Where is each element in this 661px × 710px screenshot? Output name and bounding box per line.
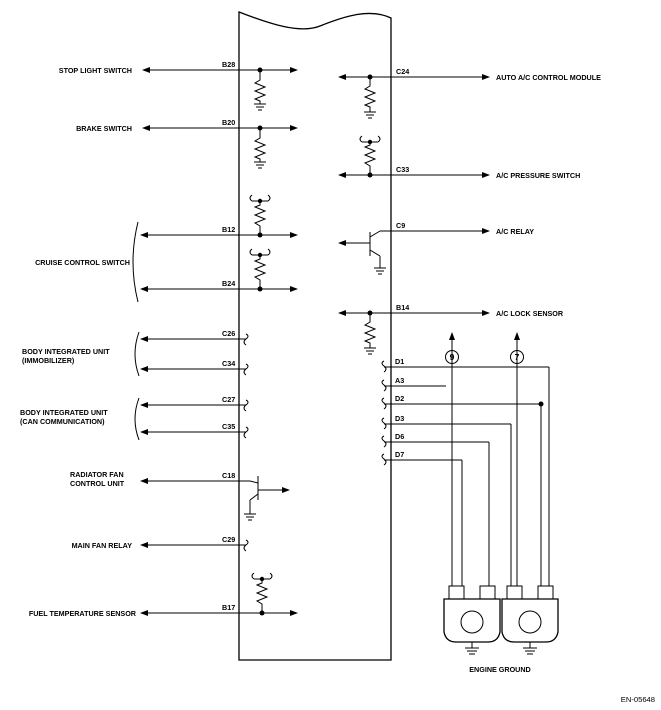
signal-can-communication bbox=[134, 397, 249, 441]
pin-b28: B28 bbox=[222, 60, 235, 69]
pin-c29: C29 bbox=[222, 535, 235, 544]
signal-ac-pressure bbox=[338, 135, 490, 178]
signal-radiator-fan bbox=[140, 476, 290, 521]
pin-c26: C26 bbox=[222, 329, 235, 338]
pin-b20: B20 bbox=[222, 118, 235, 127]
pin-d6: D6 bbox=[395, 432, 404, 441]
label-ac-pressure: A/C PRESSURE SWITCH bbox=[496, 171, 580, 180]
label-stop-light: STOP LIGHT SWITCH bbox=[59, 66, 132, 75]
signal-cruise-b24 bbox=[140, 248, 298, 292]
signal-immobilizer bbox=[134, 331, 249, 377]
pin-d2: D2 bbox=[395, 394, 404, 403]
label-fuel-temp: FUEL TEMPERATURE SENSOR bbox=[29, 609, 137, 618]
signal-brake-switch bbox=[142, 125, 298, 169]
cruise-bracket bbox=[132, 221, 139, 303]
pin-b17: B17 bbox=[222, 603, 235, 612]
connector-feeds bbox=[445, 332, 550, 586]
pin-c35: C35 bbox=[222, 422, 235, 431]
label-ac-lock: A/C LOCK SENSOR bbox=[496, 309, 564, 318]
pin-a3: A3 bbox=[395, 376, 404, 385]
signal-ac-lock bbox=[338, 310, 490, 355]
engine-ground-label: ENGINE GROUND bbox=[469, 665, 531, 674]
ignition-lines bbox=[381, 360, 549, 466]
pin-d7: D7 bbox=[395, 450, 404, 459]
ignition-coil-left bbox=[443, 585, 501, 655]
label-immobilizer: BODY INTEGRATED UNIT(IMMOBILIZER) bbox=[22, 347, 110, 365]
signal-cruise-b12 bbox=[140, 194, 298, 238]
signal-fuel-temp-sensor bbox=[140, 572, 298, 616]
connector-ref-9: 9 bbox=[450, 352, 455, 362]
figure-code: EN-05648 bbox=[621, 695, 655, 704]
pin-c34: C34 bbox=[222, 359, 235, 368]
pin-b14: B14 bbox=[396, 303, 409, 312]
pin-c18: C18 bbox=[222, 471, 235, 480]
right-labels: C24 AUTO A/C CONTROL MODULE C33 A/C PRES… bbox=[395, 67, 655, 704]
label-auto-ac: AUTO A/C CONTROL MODULE bbox=[496, 73, 601, 82]
signal-stop-light-switch bbox=[142, 67, 298, 111]
pin-c27: C27 bbox=[222, 395, 235, 404]
pin-d3: D3 bbox=[395, 414, 404, 423]
left-labels: STOP LIGHT SWITCH B28 BRAKE SWITCH B20 C… bbox=[20, 60, 235, 618]
signal-ac-relay bbox=[338, 228, 490, 275]
pin-c33: C33 bbox=[396, 165, 409, 174]
pin-b24: B24 bbox=[222, 279, 235, 288]
pin-c24: C24 bbox=[396, 67, 409, 76]
ecm-body bbox=[238, 11, 392, 661]
label-main-fan-relay: MAIN FAN RELAY bbox=[72, 541, 133, 550]
label-cruise-control: CRUISE CONTROL SWITCH bbox=[35, 258, 130, 267]
connector-ref-7: 7 bbox=[515, 352, 520, 362]
signal-auto-ac bbox=[338, 74, 490, 119]
label-can-communication: BODY INTEGRATED UNIT(CAN COMMUNICATION) bbox=[20, 408, 108, 426]
pin-d1: D1 bbox=[395, 357, 404, 366]
signal-main-fan-relay bbox=[140, 539, 249, 552]
ignition-coil-right bbox=[501, 585, 559, 655]
pin-b12: B12 bbox=[222, 225, 235, 234]
label-brake-switch: BRAKE SWITCH bbox=[76, 124, 132, 133]
pin-c9: C9 bbox=[396, 221, 405, 230]
label-ac-relay: A/C RELAY bbox=[496, 227, 534, 236]
